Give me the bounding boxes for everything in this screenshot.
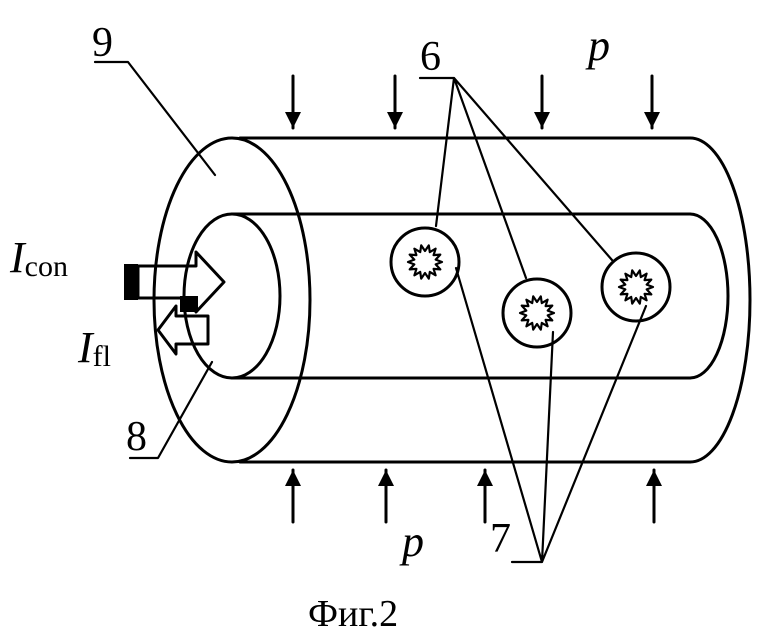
- label-9-leader: [95, 62, 215, 175]
- incoming-flow-label-sub: con: [25, 250, 68, 283]
- label-8: 8: [126, 414, 147, 460]
- outer-cylinder-front-face: [154, 138, 310, 462]
- inclusion-starburst: [619, 270, 653, 303]
- figure-caption: Фиг.2: [308, 593, 398, 635]
- label-6: 6: [420, 34, 441, 80]
- label-7: 7: [490, 516, 511, 562]
- body-circle: [391, 228, 459, 296]
- incoming-flow-arrow: [124, 252, 224, 312]
- inner-cylinder-front-face: [184, 214, 280, 378]
- outgoing-flow-label: Ifl: [77, 323, 111, 373]
- inner-cylinder-back-face: [690, 214, 728, 378]
- outer-cylinder-back-face: [690, 138, 750, 462]
- outgoing-flow-label-sub: fl: [93, 340, 111, 373]
- incoming-flow-arrow-cap: [124, 264, 138, 300]
- pressure-arrow-head: [644, 112, 660, 128]
- pressure-arrow-head: [646, 470, 662, 486]
- incoming-flow-label: Icon: [9, 233, 68, 283]
- pressure-arrow-head: [534, 112, 550, 128]
- pressure-arrows-bottom: [285, 470, 662, 522]
- pressure-arrows-top: [285, 76, 660, 128]
- pressure-arrow-head: [285, 112, 301, 128]
- outgoing-flow-arrow: [158, 296, 208, 354]
- pressure-arrow-head: [477, 470, 493, 486]
- outgoing-flow-arrow-cap: [180, 296, 198, 312]
- pressure-label-bottom: p: [399, 517, 424, 566]
- bodies-group: [391, 228, 670, 347]
- pressure-arrow-head: [387, 112, 403, 128]
- inclusion-starburst: [520, 296, 554, 329]
- label-6-leaders: [420, 78, 612, 278]
- pressure-arrow-head: [285, 470, 301, 486]
- pressure-arrow-head: [378, 470, 394, 486]
- inclusion-starburst: [408, 245, 442, 278]
- body-circle: [503, 279, 571, 347]
- outgoing-flow-arrow-body: [158, 306, 208, 354]
- outer-cylinder: [154, 138, 750, 462]
- body-circle: [602, 253, 670, 321]
- label-9: 9: [92, 20, 113, 66]
- pressure-label-top: p: [585, 21, 610, 70]
